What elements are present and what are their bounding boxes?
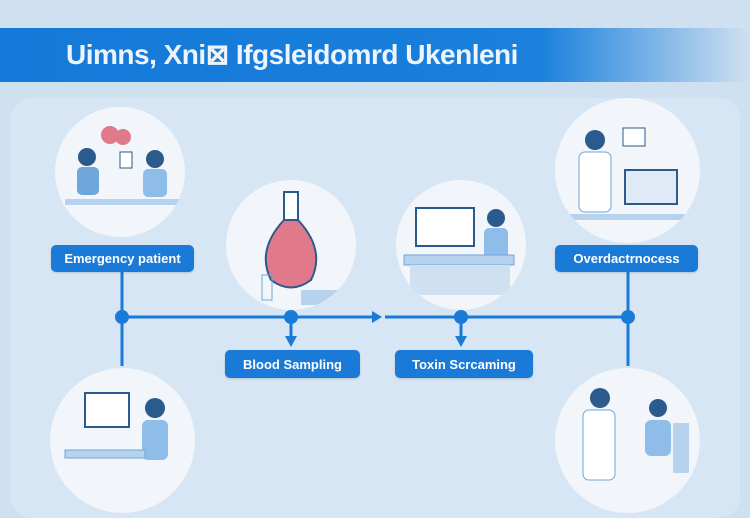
arrow-down-icon (455, 336, 467, 347)
patient-consult-illustration (55, 107, 185, 237)
step-blood-sampling: Blood Sampling (225, 350, 360, 378)
title-banner: Uimns, Xni⊠ Ifgsleidomrd Ukenleni (0, 28, 750, 82)
lab-screening-illustration (396, 180, 526, 310)
doctor-illustration (555, 98, 700, 243)
node-dot (621, 310, 635, 324)
step-emergency-patient: Emergency patient (51, 245, 194, 272)
step-toxin-screening: Toxin Scrcaming (395, 350, 533, 378)
arrow-down-icon (285, 336, 297, 347)
arrow-right-icon (372, 311, 382, 323)
flow-connectors (115, 272, 635, 366)
doctor-patient-illustration (555, 368, 700, 513)
node-dot (115, 310, 129, 324)
node-dot (454, 310, 468, 324)
blood-flask-illustration (226, 180, 356, 310)
node-dot (284, 310, 298, 324)
step-overdose-process: Overdactrnocess (555, 245, 698, 272)
page-title: Uimns, Xni⊠ Ifgsleidomrd Ukenleni (66, 39, 518, 70)
patient-records-illustration (50, 368, 195, 513)
